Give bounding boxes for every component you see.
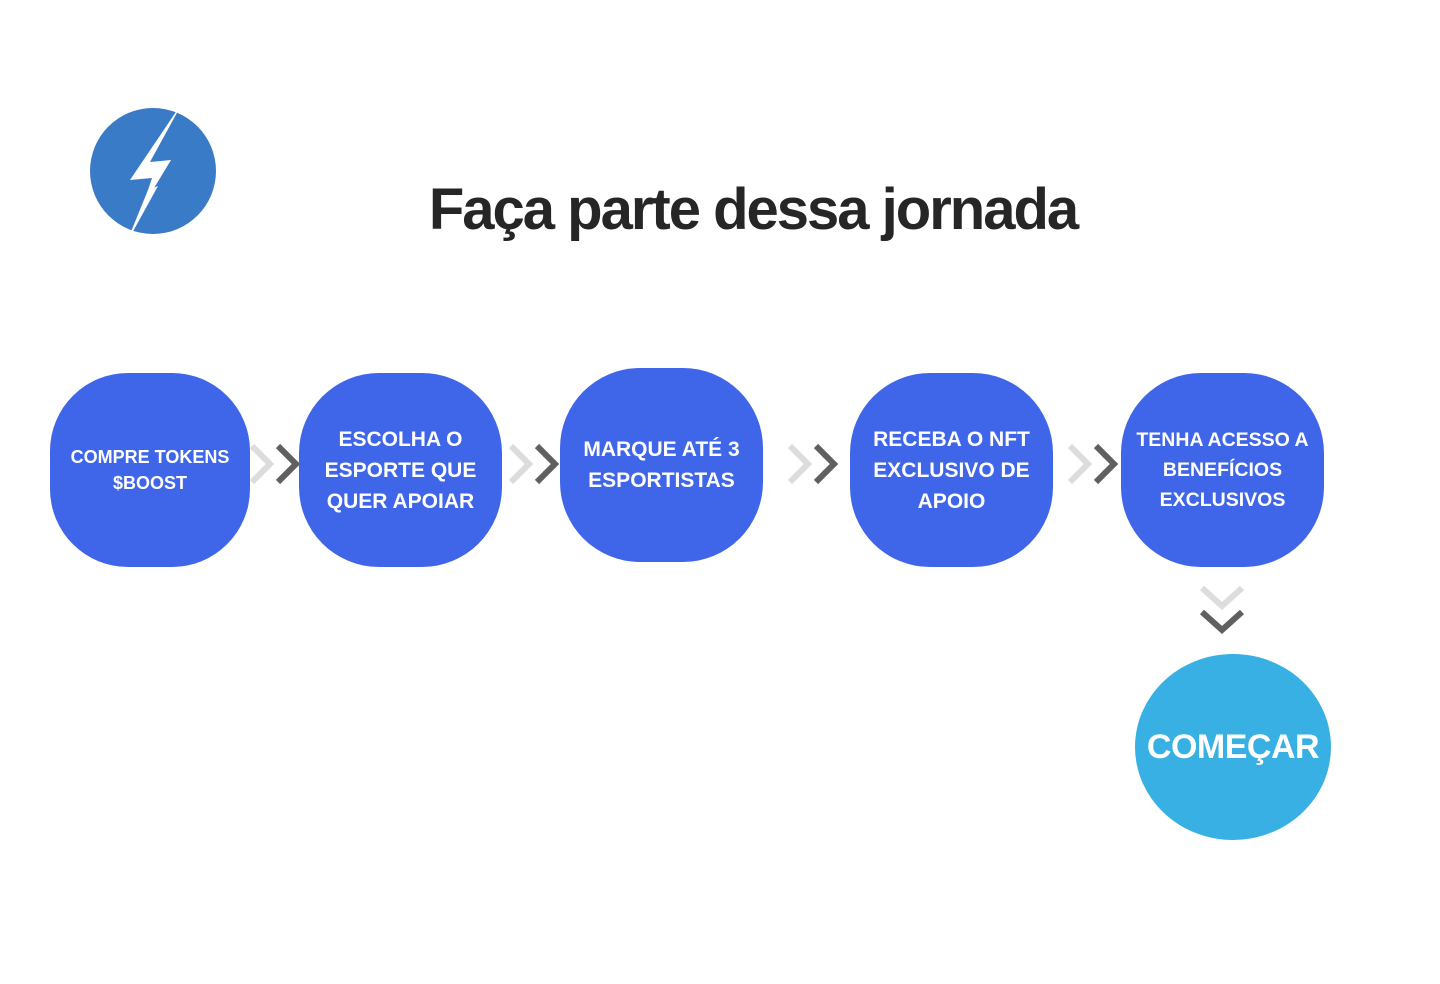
double-chevron-right-icon bbox=[249, 443, 301, 485]
step-access-benefits[interactable]: TENHA ACESSO A BENEFÍCIOS EXCLUSIVOS bbox=[1121, 373, 1324, 567]
double-chevron-right-icon bbox=[1067, 443, 1119, 485]
step-label: RECEBA O NFT EXCLUSIVO DE APOIO bbox=[873, 427, 1030, 513]
step-label: COMPRE TOKENS $BOOST bbox=[70, 447, 230, 493]
double-chevron-down-icon bbox=[1199, 585, 1245, 635]
step-choose-sport[interactable]: ESCOLHA O ESPORTE QUE QUER APOIAR bbox=[299, 373, 502, 567]
step-label: MARQUE ATÉ 3 ESPORTISTAS bbox=[583, 438, 740, 492]
double-chevron-right-icon bbox=[508, 443, 560, 485]
start-button[interactable]: COMEÇAR bbox=[1135, 654, 1331, 840]
step-buy-tokens[interactable]: COMPRE TOKENS $BOOST bbox=[50, 373, 250, 567]
step-receive-nft[interactable]: RECEBA O NFT EXCLUSIVO DE APOIO bbox=[850, 373, 1053, 567]
step-label: ESCOLHA O ESPORTE QUE QUER APOIAR bbox=[324, 427, 477, 513]
step-pick-athletes[interactable]: MARQUE ATÉ 3 ESPORTISTAS bbox=[560, 368, 763, 562]
lightning-logo-icon bbox=[90, 100, 216, 244]
double-chevron-right-icon bbox=[787, 443, 839, 485]
page-title: Faça parte dessa jornada bbox=[428, 177, 1079, 242]
step-label: TENHA ACESSO A BENEFÍCIOS EXCLUSIVOS bbox=[1136, 429, 1309, 511]
